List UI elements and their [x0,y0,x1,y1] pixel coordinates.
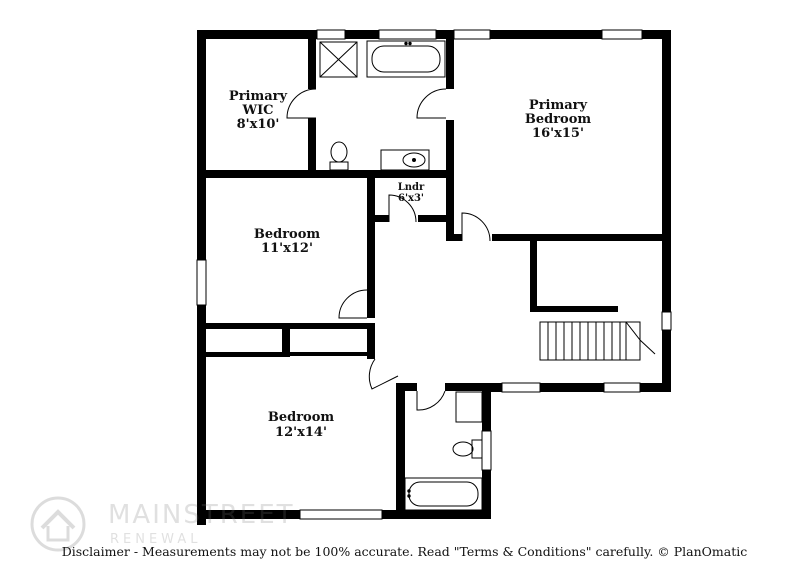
laundry-label: Lndr [398,182,425,193]
primary-bedroom-size: 16'x15' [532,126,584,141]
windows [196,29,672,520]
toilet-icon [329,141,349,171]
doors [206,88,491,411]
wic-size: 8'x10' [237,117,280,132]
primary-bedroom-label-line2: Bedroom [525,112,592,127]
wic-label-line2: WIC [241,103,273,118]
disclaimer-text: Disclaimer - Measurements may not be 100… [61,544,748,559]
mainstreet-renewal-watermark: MAINSTREET RENEWAL [28,494,348,554]
vanity-counter [455,391,483,423]
wic-label-line1: Primary [229,89,288,104]
bedroom-2-size: 11'x12' [261,241,313,256]
bedroom-2-label: Bedroom [254,227,321,242]
room-labels: Primary WIC 8'x10' Primary Bedroom 16'x1… [229,89,591,440]
primary-bedroom-label-line1: Primary [529,98,588,113]
fixtures [319,40,656,511]
bedroom-3-size: 12'x14' [275,425,327,440]
bedroom-3-label: Bedroom [268,410,335,425]
bathtub-icon [404,477,483,511]
walls [197,30,671,525]
bathtub-icon [366,40,446,78]
laundry-size: 6'x3' [398,193,424,204]
sink-icon [380,149,430,171]
stairs-icon [539,321,656,361]
shower-icon [319,41,358,78]
watermark-line2: RENEWAL [110,532,202,547]
toilet-icon [452,439,483,459]
watermark-line1: MAINSTREET [108,500,295,530]
house-logo-icon [30,496,86,552]
